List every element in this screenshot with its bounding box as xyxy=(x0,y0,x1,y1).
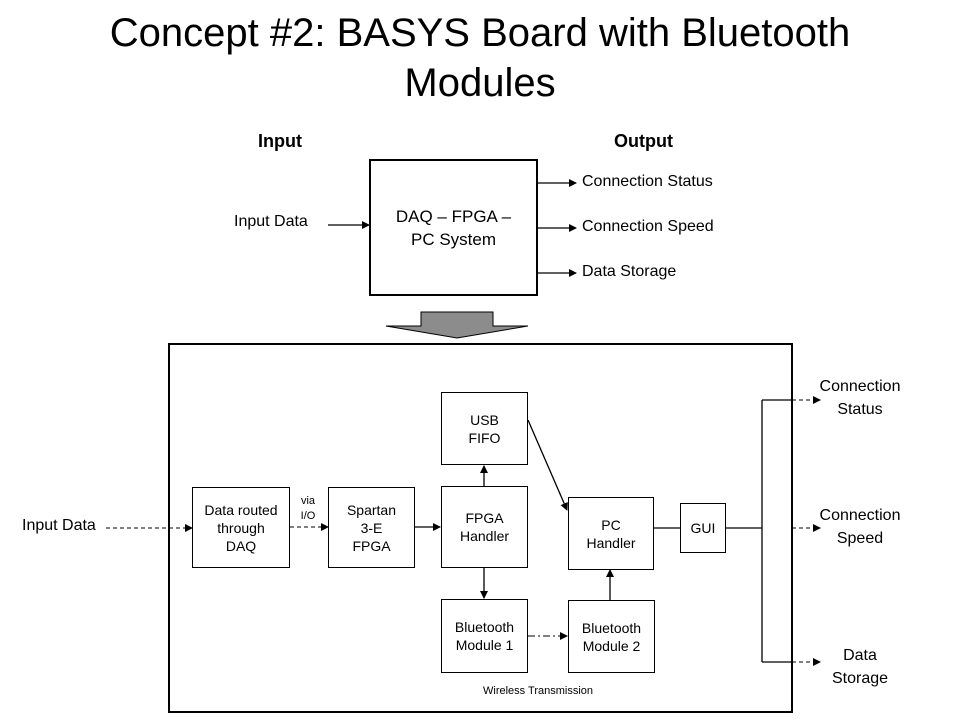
spartan-line-3: FPGA xyxy=(352,537,391,554)
detail-output-status-line-1: Connection xyxy=(819,378,901,395)
system-box: DAQ – FPGA – PC System xyxy=(369,159,538,296)
bt2-line-1: Bluetooth xyxy=(581,619,642,636)
bt1-line-1: Bluetooth xyxy=(454,619,515,635)
detail-output-speed-line-1: Connection xyxy=(819,507,901,524)
gui-label: GUI xyxy=(690,520,716,536)
fpga-handler-line-2: Handler xyxy=(459,528,510,544)
bluetooth-module-2-block: Bluetooth Module 2 xyxy=(568,600,655,673)
overview-output-storage: Data Storage xyxy=(582,263,677,280)
usb-to-pc-handler-arrow xyxy=(527,419,568,511)
bt1-line-2: Module 1 xyxy=(455,637,514,653)
system-box-line-2: PC System xyxy=(410,229,497,249)
daq-line-3: DAQ xyxy=(225,537,257,554)
spartan-line-2: 3-E xyxy=(360,519,383,536)
wireless-transmission-label: Wireless Transmission xyxy=(483,685,594,697)
detail-output-storage-line-1: Data xyxy=(843,647,877,664)
detail-output-speed: Connection Speed xyxy=(800,504,920,550)
detail-output-storage: Data Storage xyxy=(800,644,920,690)
bluetooth-module-1-block: Bluetooth Module 1 xyxy=(441,599,528,673)
fpga-handler-block: FPGA Handler xyxy=(441,486,528,568)
expand-arrow xyxy=(385,311,529,339)
detail-output-status: Connection Status xyxy=(800,375,920,421)
fpga-handler-line-1: FPGA xyxy=(465,510,504,526)
system-box-line-1: DAQ – FPGA – xyxy=(395,206,512,226)
detail-output-storage-line-2: Storage xyxy=(831,670,889,687)
usb-line-1: USB xyxy=(470,411,499,428)
overview-output-speed: Connection Speed xyxy=(582,218,714,235)
detail-frame xyxy=(168,343,793,713)
output-header: Output xyxy=(614,131,673,151)
daq-line-2: through xyxy=(217,519,265,536)
overview-output-status: Connection Status xyxy=(582,173,713,190)
io-label: I/O xyxy=(300,510,316,522)
daq-line-1: Data routed xyxy=(204,501,278,518)
pc-handler-block: PC Handler xyxy=(568,497,654,570)
detail-output-speed-line-2: Speed xyxy=(836,530,884,547)
pc-handler-line-2: Handler xyxy=(586,534,636,551)
bt2-line-2: Module 2 xyxy=(582,637,641,654)
title-line-1: Concept #2: BASYS Board with Bluetooth xyxy=(109,11,851,55)
detail-output-status-line-2: Status xyxy=(837,401,883,418)
spartan-line-1: Spartan xyxy=(346,501,397,518)
title-line-2: Modules xyxy=(404,61,556,105)
page-title: Concept #2: BASYS Board with Bluetooth M… xyxy=(0,8,960,108)
gui-block: GUI xyxy=(680,503,726,553)
spartan-fpga-block: Spartan 3-E FPGA xyxy=(328,487,415,568)
daq-block: Data routed through DAQ xyxy=(192,487,290,568)
pc-handler-line-1: PC xyxy=(601,516,621,533)
via-label: via xyxy=(300,495,316,507)
input-header: Input xyxy=(258,131,302,151)
via-io-label: via I/O xyxy=(293,494,323,524)
detail-input-label: Input Data xyxy=(22,517,96,534)
usb-line-2: FIFO xyxy=(468,429,501,446)
overview-input-label: Input Data xyxy=(234,213,308,230)
usb-fifo-block: USB FIFO xyxy=(441,392,528,465)
